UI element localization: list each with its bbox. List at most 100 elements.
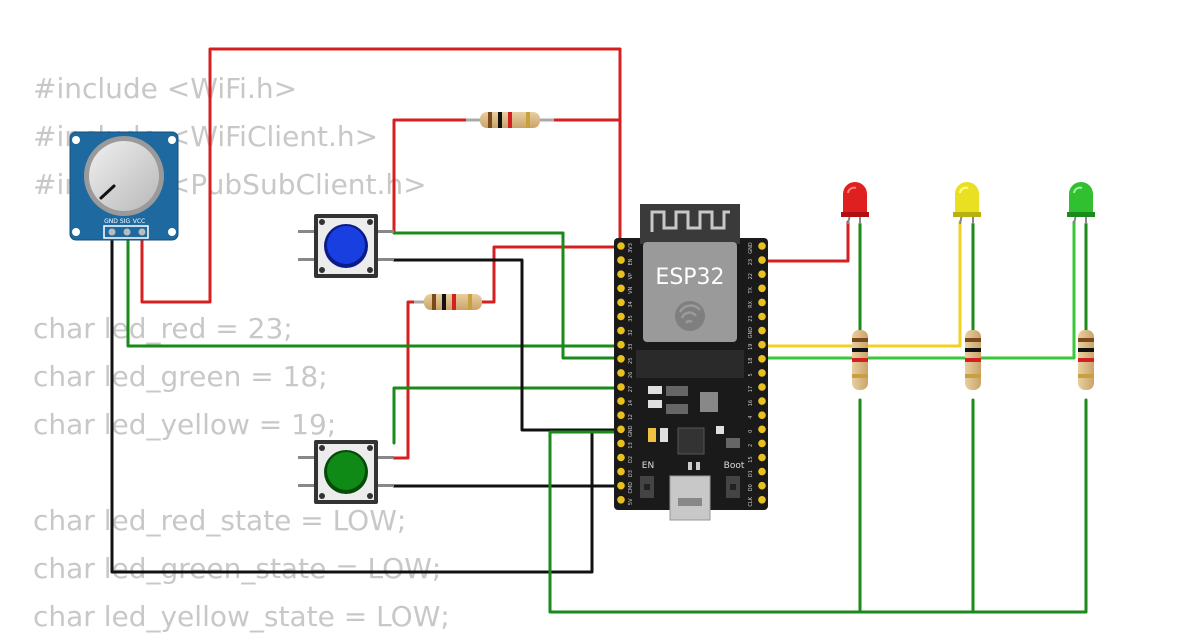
blue-pushbutton[interactable]: [298, 214, 394, 278]
esp32-pin-label: GND: [748, 242, 754, 254]
code-line: char led_green = 18;: [33, 360, 328, 393]
esp32-pin-label: D1: [748, 470, 754, 477]
resistor-red-led[interactable]: [852, 330, 868, 390]
esp32-pin-label: 15: [748, 456, 754, 462]
pot-pin-vcc[interactable]: [138, 228, 146, 236]
esp32-pin-left-vn[interactable]: [617, 284, 625, 293]
pot-pin-gnd[interactable]: [108, 228, 116, 236]
green-button-cap[interactable]: [327, 452, 365, 490]
esp32-pin-right-2[interactable]: [758, 439, 766, 448]
esp32-pin-label: 21: [748, 315, 754, 321]
esp32-pin-label: D0: [748, 484, 754, 491]
pot-pin-sig[interactable]: [123, 228, 131, 236]
esp32-pin-label: 23: [748, 259, 754, 265]
code-line: #include <WiFi.h>: [33, 72, 298, 105]
esp32-pin-right-d1[interactable]: [758, 467, 766, 476]
esp32-pin-left-12[interactable]: [617, 411, 625, 420]
esp32-pin-left-33[interactable]: [617, 340, 625, 349]
esp32-pin-right-0[interactable]: [758, 425, 766, 434]
esp32-pin-label: 5: [748, 373, 754, 376]
green-led[interactable]: [1067, 182, 1095, 225]
code-line: char led_red_state = LOW;: [33, 504, 407, 537]
esp32-pin-right-18[interactable]: [758, 355, 766, 363]
resistor-green-led[interactable]: [1078, 330, 1094, 390]
esp32-pin-right-17[interactable]: [758, 383, 766, 391]
esp32-pin-right-4[interactable]: [758, 411, 766, 420]
esp32-pin-left-25[interactable]: [617, 355, 625, 363]
esp32-pin-label: 4: [748, 416, 754, 419]
esp32-pin-label: CLK: [748, 496, 754, 506]
esp32-pin-left-14[interactable]: [617, 397, 625, 405]
potentiometer[interactable]: GND SIG VCC: [69, 131, 179, 241]
esp32-pin-left-en[interactable]: [617, 256, 625, 264]
esp32-pin-label: GND: [628, 425, 634, 437]
esp32-pin-label: 19: [748, 344, 754, 350]
resistor-yellow-led[interactable]: [965, 330, 981, 390]
esp32-pin-right-21[interactable]: [758, 312, 766, 321]
esp32-pin-label: 3V3: [628, 243, 634, 253]
code-line: char led_yellow_state = LOW;: [33, 600, 450, 633]
esp32-pin-label: VP: [628, 273, 634, 279]
esp32-pin-left-d3[interactable]: [617, 467, 625, 476]
esp32-pin-right-15[interactable]: [758, 453, 766, 462]
wire-yellow-led: [761, 220, 962, 348]
red-led[interactable]: [841, 182, 869, 225]
esp32-pin-right-rx[interactable]: [758, 298, 766, 307]
resistor-middle[interactable]: [414, 294, 482, 310]
esp32-pin-right-gnd[interactable]: [758, 242, 766, 250]
esp32-pin-right-23[interactable]: [758, 256, 766, 264]
esp32-pin-right-19[interactable]: [758, 340, 766, 349]
esp32-pin-right-22[interactable]: [758, 270, 766, 279]
yellow-led[interactable]: [953, 182, 981, 225]
esp32-pin-left-35[interactable]: [617, 312, 625, 321]
esp32-pin-label: 35: [628, 315, 634, 321]
pot-label-gnd: GND: [104, 218, 118, 225]
wire-red-led: [761, 220, 850, 263]
code-line: char led_red = 23;: [33, 312, 293, 345]
esp32-label: ESP32: [655, 265, 724, 290]
esp32-pin-label: 26: [628, 372, 634, 378]
esp32-pin-left-13[interactable]: [617, 439, 625, 448]
esp32-board[interactable]: ESP32 3V3ENVPVN343532332526271412GND13D2…: [614, 204, 768, 521]
esp32-pin-label: 14: [628, 400, 634, 406]
blue-button-cap[interactable]: [327, 226, 365, 264]
esp32-pin-left-34[interactable]: [617, 298, 625, 307]
wires: [110, 47, 1088, 614]
esp32-pin-left-26[interactable]: [617, 369, 625, 377]
esp32-pin-right-clk[interactable]: [758, 496, 766, 504]
pot-label-sig: SIG: [120, 218, 131, 225]
en-label: EN: [642, 461, 654, 471]
esp32-pin-label: 27: [628, 386, 634, 392]
esp32-pin-label: 32: [628, 329, 634, 335]
esp32-pin-label: 0: [748, 430, 754, 433]
esp32-pin-right-5[interactable]: [758, 369, 766, 377]
esp32-pin-right-16[interactable]: [758, 397, 766, 405]
wire-green-gnd-bus: [548, 398, 1088, 614]
esp32-pin-right-gnd[interactable]: [758, 326, 766, 335]
esp32-pin-left-27[interactable]: [617, 383, 625, 391]
code-line: char led_yellow = 19;: [33, 408, 337, 441]
esp32-pin-left-3v3[interactable]: [617, 242, 625, 250]
potentiometer-knob[interactable]: [89, 141, 159, 211]
esp32-pin-left-vp[interactable]: [617, 270, 625, 279]
esp32-pin-label: 13: [628, 442, 634, 448]
esp32-pin-left-cmd[interactable]: [617, 481, 625, 490]
esp32-pin-label: 34: [628, 301, 634, 307]
boot-label: Boot: [724, 461, 745, 471]
resistor-top[interactable]: [466, 112, 554, 128]
esp32-pin-right-d0[interactable]: [758, 481, 766, 490]
esp32-pin-right-tx[interactable]: [758, 284, 766, 293]
esp32-pin-label: TX: [748, 286, 754, 294]
code-line: char led_green_state = LOW;: [33, 552, 442, 585]
esp32-pin-left-d2[interactable]: [617, 453, 625, 462]
esp32-pin-label: VN: [628, 286, 634, 293]
esp32-pin-left-gnd[interactable]: [617, 425, 625, 434]
green-pushbutton[interactable]: [298, 440, 394, 504]
esp32-pin-label: 5V: [628, 498, 634, 505]
esp32-pin-left-5v[interactable]: [617, 496, 625, 504]
wire-black-blue-button: [392, 258, 622, 432]
esp32-pin-label: 33: [628, 344, 634, 350]
esp32-pin-left-32[interactable]: [617, 326, 625, 335]
esp32-pin-label: 18: [748, 358, 754, 364]
